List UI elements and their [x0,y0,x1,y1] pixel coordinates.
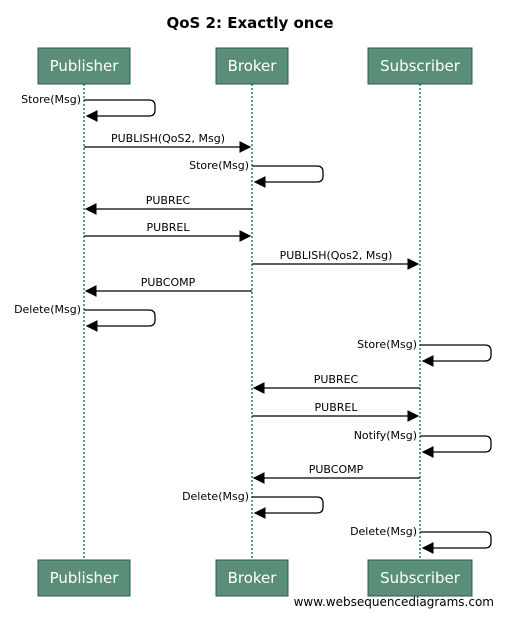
message-2: PUBLISH(QoS2, Msg) [84,132,252,153]
message-3: Store(Msg) [189,159,324,188]
message-label: PUBREL [315,401,359,414]
self-message-arrow [252,165,324,188]
self-message-arrow [252,496,324,519]
actor-label: Publisher [50,57,120,75]
message-label: Store(Msg) [21,93,81,106]
actor-box [215,47,289,85]
message-label: Store(Msg) [357,338,417,351]
message-label: Notify(Msg) [354,429,417,442]
actor-subscriber-top: Subscriber [367,47,473,85]
actor-publisher-top: Publisher [37,47,131,85]
message-14: Delete(Msg) [182,490,324,519]
messages: Store(Msg) PUBLISH(QoS2, Msg) Store(Msg) PU… [14,93,492,554]
self-message-arrow [420,435,492,458]
self-message-arrow [420,531,492,554]
actor-box [37,559,131,597]
message-10: PUBREC [252,373,420,394]
actor-label: Publisher [50,569,120,587]
actor-label: Broker [228,569,278,587]
message-1: Store(Msg) [21,93,156,122]
actor-box [367,47,473,85]
actor-broker-bottom: Broker [215,559,289,597]
message-7: PUBCOMP [84,276,252,297]
message-label: PUBREL [147,221,191,234]
message-6: PUBLISH(Qos2, Msg) [252,249,420,270]
message-label: PUBCOMP [309,463,364,476]
message-label: PUBREC [314,373,359,386]
message-label: PUBREC [146,194,191,207]
lifelines [83,84,421,560]
message-label: Delete(Msg) [350,525,417,538]
message-label: PUBLISH(QoS2, Msg) [111,132,225,145]
actor-label: Broker [228,57,278,75]
message-15: Delete(Msg) [350,525,492,554]
actor-broker-top: Broker [215,47,289,85]
message-11: PUBREL [252,401,420,422]
message-9: Store(Msg) [357,338,492,367]
message-label: Delete(Msg) [14,303,81,316]
message-13: PUBCOMP [252,463,420,484]
message-8: Delete(Msg) [14,303,156,332]
actor-label: Subscriber [380,569,461,587]
actor-box [215,559,289,597]
actor-box [367,559,473,597]
actor-subscriber-bottom: Subscriber [367,559,473,597]
message-label: PUBLISH(Qos2, Msg) [280,249,393,262]
message-label: Store(Msg) [189,159,249,172]
message-4: PUBREC [84,194,252,215]
message-label: Delete(Msg) [182,490,249,503]
self-message-arrow [84,99,156,122]
self-message-arrow [84,309,156,332]
message-12: Notify(Msg) [354,429,492,458]
actor-box [37,47,131,85]
actor-label: Subscriber [380,57,461,75]
message-label: PUBCOMP [141,276,196,289]
footer-credit: www.websequencediagrams.com [294,595,494,609]
actor-publisher-bottom: Publisher [37,559,131,597]
self-message-arrow [420,344,492,367]
diagram-title: QoS 2: Exactly once [166,14,333,32]
message-5: PUBREL [84,221,252,242]
